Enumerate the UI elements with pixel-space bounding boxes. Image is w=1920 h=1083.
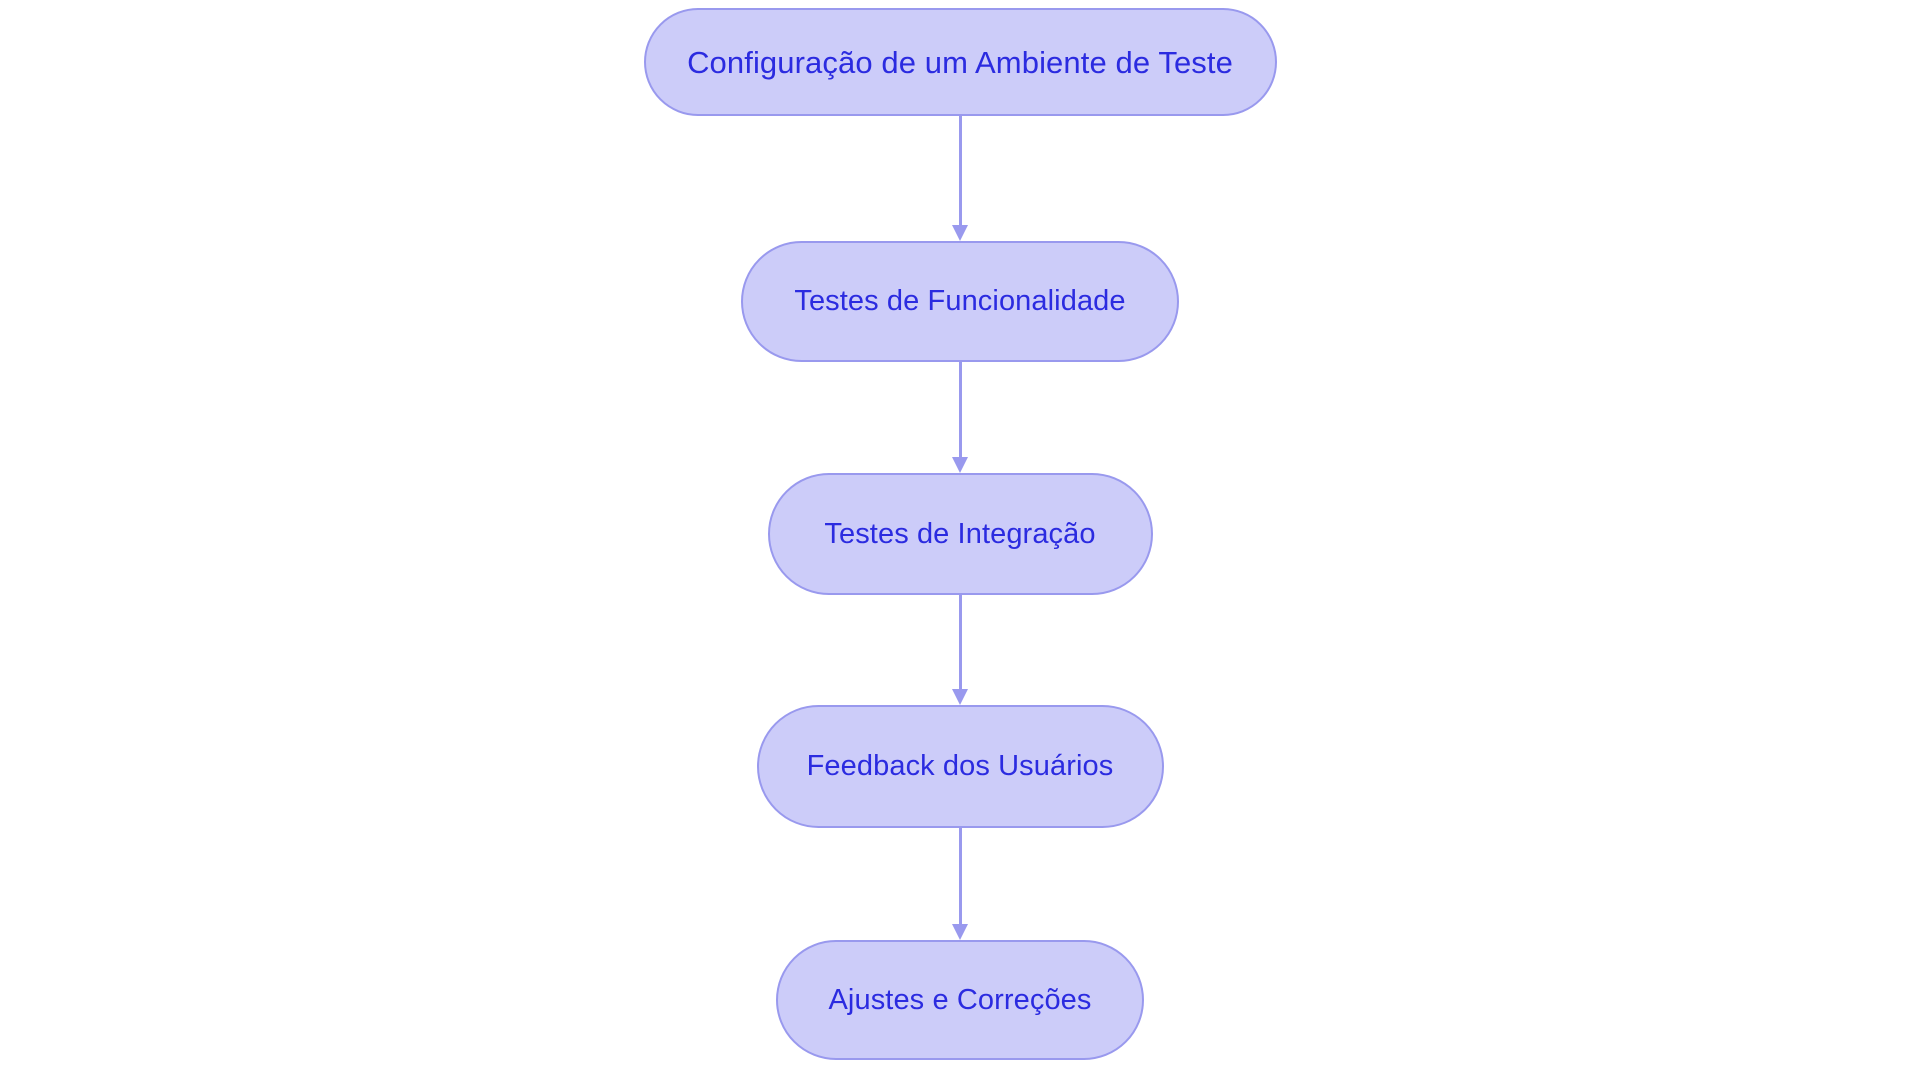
edge-line <box>958 828 962 924</box>
edge-line <box>958 362 962 457</box>
flowchart-edge-n3-n4 <box>950 595 970 705</box>
flowchart-node-feedback-dos-usuarios[interactable]: Feedback dos Usuários <box>756 705 1164 828</box>
down-arrow-icon <box>952 457 968 473</box>
flowchart-edge-n2-n3 <box>950 362 970 473</box>
flowchart-node-label: Feedback dos Usuários <box>806 750 1114 782</box>
flowchart-node-testes-de-integracao[interactable]: Testes de Integração <box>767 473 1153 595</box>
flowchart-node-testes-de-funcionalidade[interactable]: Testes de Funcionalidade <box>741 241 1179 362</box>
flowchart-node-ajustes-e-correcoes[interactable]: Ajustes e Correções <box>776 940 1144 1060</box>
flowchart-node-label: Configuração de um Ambiente de Teste <box>687 44 1233 80</box>
edge-line <box>958 116 962 225</box>
flowchart-edge-n4-n5 <box>950 828 970 940</box>
flowchart-edge-n1-n2 <box>950 116 970 241</box>
down-arrow-icon <box>952 924 968 940</box>
down-arrow-icon <box>952 689 968 705</box>
flowchart-node-label: Ajustes e Correções <box>828 983 1092 1016</box>
edge-line <box>958 595 962 689</box>
flowchart-node-configuracao-ambiente-teste[interactable]: Configuração de um Ambiente de Teste <box>643 8 1277 116</box>
down-arrow-icon <box>952 225 968 241</box>
flowchart-node-label: Testes de Integração <box>824 517 1096 550</box>
flowchart-node-label: Testes de Funcionalidade <box>794 285 1126 317</box>
